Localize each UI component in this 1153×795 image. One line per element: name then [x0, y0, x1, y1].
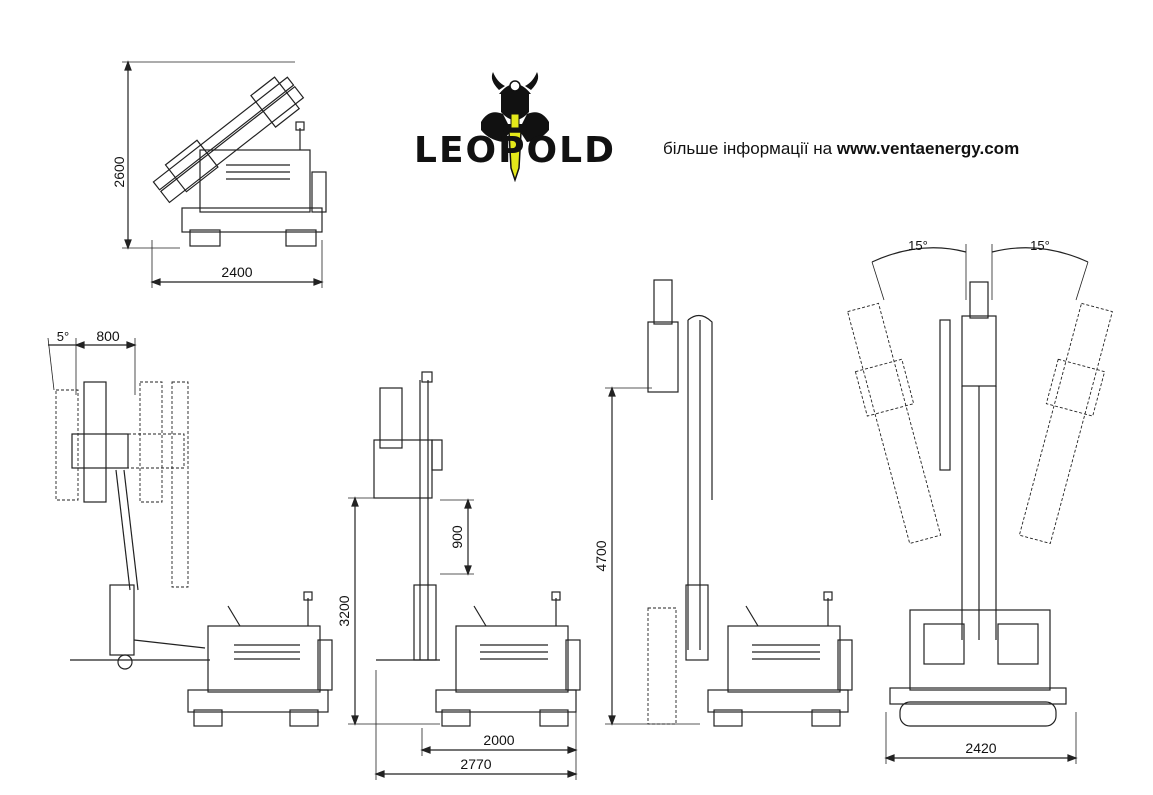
- dim-front-angle-right: 15°: [1030, 238, 1050, 253]
- top-view-drawing: 2600 2400: [111, 60, 327, 288]
- side-view-vertical-drawing: 3200 900: [336, 371, 581, 780]
- dim-tilt-angle: 5°: [57, 329, 69, 344]
- dim-top-height: 2600: [111, 156, 127, 187]
- front-view-drawing: 15° 15°: [847, 238, 1113, 764]
- side-view-tilted-drawing: 5° 800: [47, 328, 333, 727]
- tagline-prefix: більше інформації на: [663, 139, 837, 158]
- dim-raised-height: 4700: [593, 540, 609, 571]
- dim-front-angle-left: 15°: [908, 238, 928, 253]
- dim-top-width: 2400: [221, 264, 252, 280]
- dim-stroke: 900: [449, 525, 465, 549]
- brand-logo: LEOPOLD: [414, 130, 616, 171]
- dim-vertical-height: 3200: [336, 595, 352, 626]
- dim-track-length: 2000: [483, 732, 514, 748]
- dim-front-width: 2420: [965, 740, 996, 756]
- website-link[interactable]: www.ventaenergy.com: [836, 139, 1020, 158]
- dim-overall-length: 2770: [460, 756, 491, 772]
- dim-tilt-offset: 800: [96, 328, 120, 344]
- side-view-raised-drawing: 4700: [593, 279, 853, 727]
- tagline: більше інформації на www.ventaenergy.com: [663, 139, 1019, 159]
- viking-sword-icon: [481, 72, 549, 182]
